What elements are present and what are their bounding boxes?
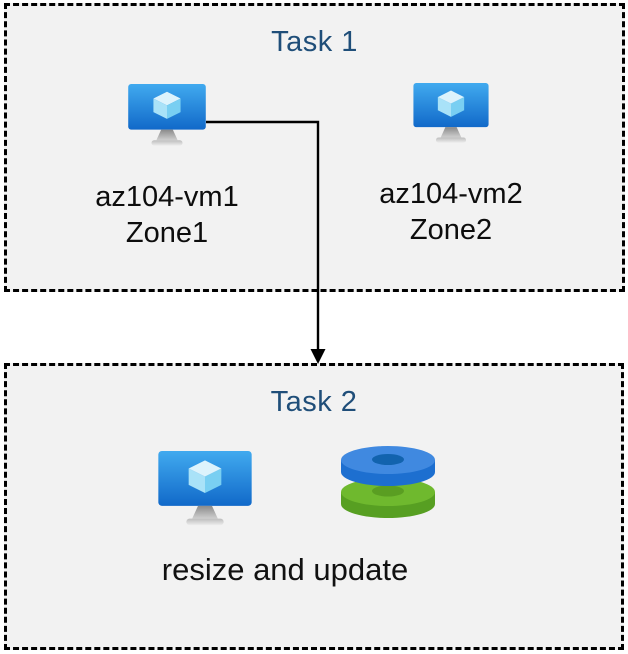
task2-caption: resize and update [161, 552, 409, 587]
vm-unit-az104-vm1: az104-vm1 Zone1 [67, 84, 267, 251]
vm-unit-az104-vm2: az104-vm2 Zone2 [351, 83, 551, 248]
vm2-zone: Zone2 [409, 214, 493, 246]
task2-title: Task 2 [270, 386, 358, 418]
arrowhead-down [310, 349, 326, 364]
vm1-zone: Zone1 [125, 217, 209, 249]
vm1-name: az104-vm1 [95, 181, 239, 213]
green-disk [341, 478, 435, 518]
blue-disk [341, 446, 435, 486]
vm2-name: az104-vm2 [379, 178, 523, 210]
virtual-machine-icon [158, 451, 252, 533]
task2-box: Task 2 [4, 363, 624, 650]
vm1-label: az104-vm1 Zone1 [67, 179, 267, 251]
virtual-machine-icon [128, 84, 206, 153]
task1-box: Task 1 az104-vm1 Zone1 [4, 3, 625, 292]
virtual-machine-icon [413, 83, 489, 150]
task1-title: Task 1 [271, 26, 358, 58]
managed-disks-icon [338, 444, 438, 525]
vm2-label: az104-vm2 Zone2 [351, 176, 551, 248]
